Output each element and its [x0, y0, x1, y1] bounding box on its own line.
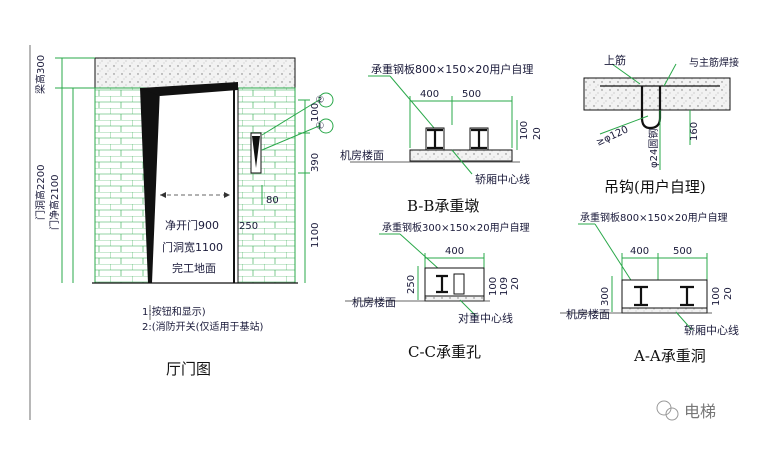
door-elevation: 梁高300 门洞高2200 门净高2100 100 390 1100 80 25…: [34, 55, 334, 378]
hook-rebar-leader: [611, 63, 641, 85]
hook-title: 吊钩(用户自理): [604, 178, 706, 196]
watermark-text: 电梯: [684, 402, 716, 421]
aa-plate-leader: [594, 223, 637, 289]
section-aa: 承重钢板800×150×20用户自理 400 500 300 100 20 机房…: [560, 211, 739, 365]
cc-center-leader: [459, 299, 477, 317]
bb-center-label: 轿厢中心线: [475, 172, 530, 186]
aa-slab: [621, 307, 708, 314]
door-opening: [149, 87, 239, 284]
callout-2-label: ②: [316, 95, 325, 106]
door-frame-top: [140, 82, 238, 96]
section-cc: 承重钢板300×150×20用户自理 400 250 100 109 20 机房…: [345, 221, 530, 361]
hook-rebar-label: 上筋: [604, 53, 626, 67]
cc-h2: 109: [499, 277, 510, 296]
section-bb: 承重钢板800×150×20用户自理 400 500 100 20 机房楼面 轿…: [340, 62, 543, 215]
dim-80-label: 80: [266, 195, 279, 206]
hook-dia-leader: [599, 115, 649, 135]
bb-center-leader: [451, 149, 473, 175]
cc-i-beam: [436, 274, 448, 294]
aa-w1: 400: [630, 246, 649, 257]
bb-pier: [409, 149, 513, 162]
clear-height-label: 门净高2100: [48, 175, 61, 230]
hook-steel-label: φ24圆钢: [647, 129, 660, 168]
bb-w1: 400: [420, 89, 439, 100]
callout-2-leader: [261, 99, 320, 136]
cc-slab: [424, 295, 485, 302]
bb-plate-label: 承重钢板800×150×20用户自理: [371, 62, 533, 76]
hook-weld-label: 与主筋焊接: [689, 56, 739, 69]
dim-1100-label: 1100: [310, 223, 321, 248]
floor-label: 完工地面: [172, 261, 216, 275]
cc-center-label: 对重中心线: [458, 311, 513, 325]
button-indicator: [252, 136, 260, 168]
callout-1-leader: [261, 125, 320, 151]
door-title: 厅门图: [166, 360, 211, 378]
beam-height-label: 梁高300: [34, 55, 47, 94]
bb-plate-leader: [389, 75, 441, 136]
clear-width-label: 净开门900: [165, 218, 219, 232]
aa-floor-label: 机房楼面: [566, 307, 610, 321]
door-frame-left: [140, 88, 160, 283]
cc-h-left: 250: [406, 275, 417, 294]
watermark-icon: [656, 400, 672, 416]
aa-h-left: 300: [600, 287, 611, 306]
clear-width-arrow-left: [160, 192, 166, 198]
bb-floor-label: 机房楼面: [340, 148, 384, 162]
dim-250-label: 250: [239, 221, 258, 232]
watermark-icon-2: [665, 407, 679, 421]
wall-right: [237, 87, 296, 284]
cc-floor-label: 机房楼面: [352, 295, 396, 309]
hook-slab: [583, 77, 731, 111]
note-2: 2:(消防开关(仅适用于基站): [142, 320, 264, 333]
clear-width-arrow-right: [224, 192, 230, 198]
aa-hole: [621, 279, 708, 313]
callout-1-label: ①: [316, 121, 325, 132]
aa-h2: 20: [723, 287, 734, 300]
aa-i-beams: [634, 285, 694, 307]
hook-weld-leader: [663, 63, 677, 87]
aa-center-leader: [675, 311, 693, 331]
bb-h1: 100: [519, 121, 530, 140]
beam-slab: [94, 57, 296, 89]
aa-w2: 500: [673, 246, 692, 257]
watermark: 电梯: [656, 400, 716, 421]
cc-title: C-C承重孔: [408, 343, 481, 361]
bb-title: B-B承重墩: [407, 197, 479, 215]
aa-center-label: 轿厢中心线: [684, 323, 739, 337]
bb-h2: 20: [532, 127, 543, 140]
bb-w2: 500: [462, 89, 481, 100]
dim-390-label: 390: [310, 153, 321, 172]
hook-len-label: 160: [689, 122, 700, 141]
cc-w: 400: [445, 246, 464, 257]
cc-h3: 20: [510, 277, 521, 290]
aa-plate-label: 承重钢板800×150×20用户自理: [580, 211, 728, 224]
cc-plate-block: [453, 273, 465, 295]
note-1: 1:按钮和显示): [142, 305, 206, 318]
cc-h1: 100: [488, 277, 499, 296]
cc-plate-leader: [399, 233, 441, 271]
hook-dia-label: ≥φ120: [595, 124, 631, 148]
dim-100-label: 100: [310, 103, 321, 122]
bb-i-beams: [427, 128, 487, 150]
cc-plate-label: 承重钢板300×150×20用户自理: [382, 221, 530, 234]
opening-height-label: 门洞高2200: [34, 165, 47, 220]
hook-detail: 上筋 与主筋焊接 ≥φ120 φ24圆钢 160 吊钩(用户自理): [583, 53, 739, 196]
opening-width-label: 门洞宽1100: [162, 240, 223, 254]
aa-title: A-A承重洞: [633, 347, 706, 365]
aa-h1: 100: [711, 287, 722, 306]
